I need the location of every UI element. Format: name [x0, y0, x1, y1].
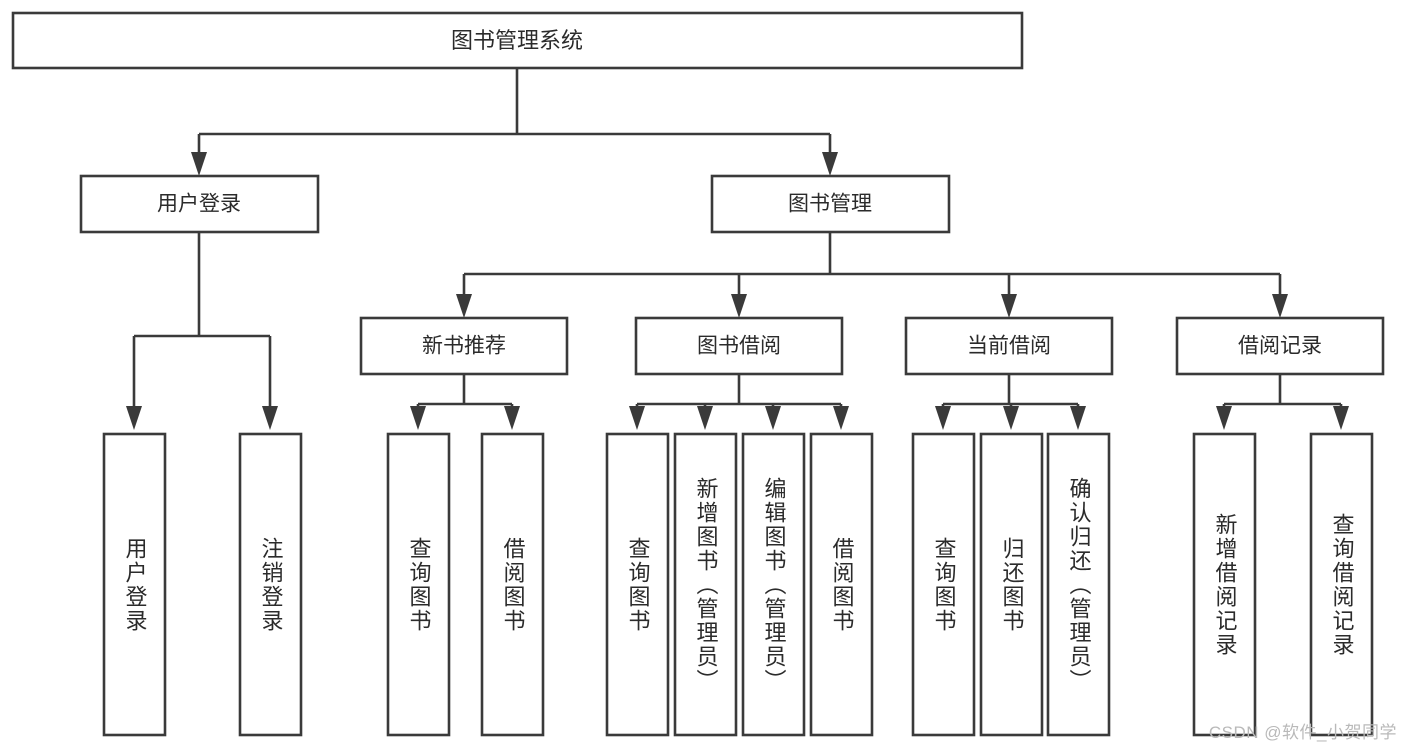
- node-box-title[interactable]: [11, 11, 1024, 70]
- leaf-label-query-book-2: 查询图书: [625, 536, 651, 633]
- connector-group-book-borrow: [629, 374, 849, 430]
- arrowhead-leaf-query-record: [1333, 406, 1349, 430]
- node-box-leaf-logout-login[interactable]: [238, 432, 303, 737]
- arrowhead-leaf-borrow-book-2: [833, 406, 849, 430]
- watermark-text: CSDN @软件_小贺同学: [1208, 723, 1397, 742]
- arrowhead-leaf-logout-login: [262, 406, 278, 430]
- arrowhead-leaf-query-book-2: [629, 406, 645, 430]
- connector-group-borrow-record: [1216, 374, 1349, 430]
- node-box-leaf-user-login[interactable]: [102, 432, 167, 737]
- leaf-label-user-login: 用户登录: [122, 536, 148, 633]
- node-box-borrow-record[interactable]: [1175, 316, 1385, 376]
- leaf-label-query-book-1: 查询图书: [406, 536, 432, 633]
- node-box-leaf-return-book[interactable]: [979, 432, 1044, 737]
- leaf-label-return-book: 归还图书: [999, 536, 1025, 633]
- node-box-leaf-add-book[interactable]: [673, 432, 738, 737]
- arrowhead-leaf-query-book-3: [935, 406, 951, 430]
- node-box-leaf-borrow-book-2[interactable]: [809, 432, 874, 737]
- node-box-book-management[interactable]: [710, 174, 951, 234]
- node-label-title: 图书管理系统: [451, 28, 583, 53]
- arrowhead-leaf-add-book: [697, 406, 713, 430]
- leaf-label-query-record: 查询借阅记录: [1329, 512, 1355, 657]
- arrowhead-new-book-recommend: [456, 294, 472, 318]
- leaf-label-query-book-3: 查询图书: [931, 536, 957, 633]
- arrowhead-leaf-query-book-1: [410, 406, 426, 430]
- arrowhead-leaf-borrow-book-1: [504, 406, 520, 430]
- node-box-leaf-query-book-1[interactable]: [386, 432, 451, 737]
- leaf-label-confirm-return: 确认归还（管理员）: [1066, 476, 1092, 693]
- connector-group-root: [191, 68, 838, 176]
- node-box-new-book-recommend[interactable]: [359, 316, 569, 376]
- leaf-label-logout-login: 注销登录: [258, 536, 284, 633]
- node-box-leaf-confirm-return[interactable]: [1046, 432, 1111, 737]
- node-box-leaf-query-record[interactable]: [1309, 432, 1374, 737]
- node-box-leaf-query-book-2[interactable]: [605, 432, 670, 737]
- arrowhead-leaf-return-book: [1003, 406, 1019, 430]
- node-box-book-borrow[interactable]: [634, 316, 844, 376]
- leaf-label-borrow-book-1: 借阅图书: [500, 536, 526, 633]
- node-label-book-borrow: 图书借阅: [697, 335, 781, 358]
- node-box-leaf-query-book-3[interactable]: [911, 432, 976, 737]
- arrowhead-borrow-record: [1272, 294, 1288, 318]
- connector-group-current-borrow: [935, 374, 1086, 430]
- arrowhead-current-borrow: [1001, 294, 1017, 318]
- node-box-leaf-edit-book[interactable]: [741, 432, 806, 737]
- leaf-label-borrow-book-2: 借阅图书: [829, 536, 855, 633]
- node-label-borrow-record: 借阅记录: [1238, 335, 1322, 358]
- arrowhead-book-borrow: [731, 294, 747, 318]
- node-label-book-management: 图书管理: [788, 193, 872, 216]
- node-label-current-borrow: 当前借阅: [967, 335, 1051, 358]
- arrowhead-leaf-confirm-return: [1070, 406, 1086, 430]
- node-label-new-book-recommend: 新书推荐: [422, 335, 506, 358]
- connector-group-user-login: [126, 232, 278, 430]
- leaf-label-add-record: 新增借阅记录: [1212, 512, 1238, 657]
- connector-group-new-book-recommend: [410, 374, 520, 430]
- leaf-label-add-book: 新增图书（管理员）: [693, 476, 719, 693]
- arrowhead-book-management: [822, 152, 838, 176]
- node-box-leaf-borrow-book-1[interactable]: [480, 432, 545, 737]
- arrowhead-leaf-add-record: [1216, 406, 1232, 430]
- leaf-label-edit-book: 编辑图书（管理员）: [761, 476, 787, 693]
- arrowhead-user-login: [191, 152, 207, 176]
- arrowhead-leaf-user-login: [126, 406, 142, 430]
- node-box-user-login[interactable]: [79, 174, 320, 234]
- connector-group-book-management: [456, 232, 1288, 318]
- node-box-leaf-add-record[interactable]: [1192, 432, 1257, 737]
- arrowhead-leaf-edit-book: [765, 406, 781, 430]
- node-box-current-borrow[interactable]: [904, 316, 1114, 376]
- node-label-user-login: 用户登录: [157, 193, 241, 216]
